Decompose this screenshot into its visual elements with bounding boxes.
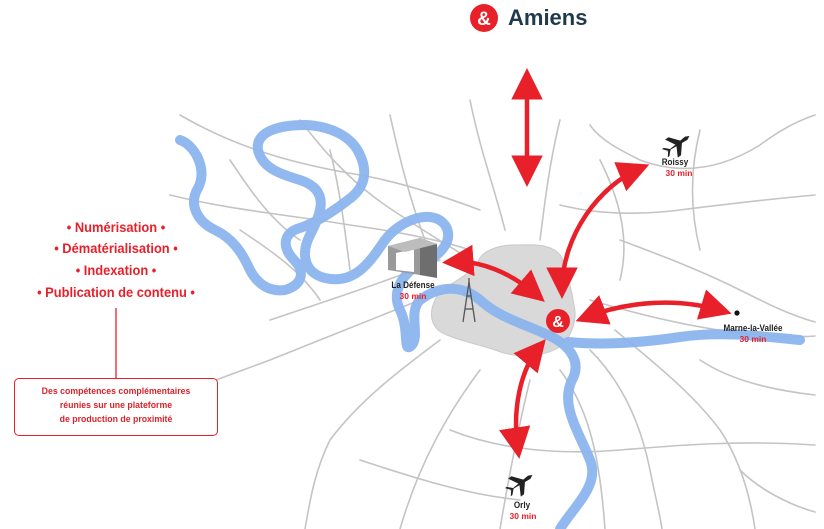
callout-box: Des compétences complémentaires réunies … xyxy=(14,378,218,436)
airplane-icon xyxy=(505,474,533,497)
hub-logo-symbol: & xyxy=(552,314,564,331)
amiens-logo-symbol: & xyxy=(477,9,491,30)
service-item-indexation: • Indexation • xyxy=(75,262,157,278)
location-name-marne-la-vallee: Marne-la-Vallée xyxy=(723,323,783,333)
service-item-dematerialisation: • Dématérialisation • xyxy=(54,240,178,256)
callout-line: réunies sur une plateforme xyxy=(59,400,173,411)
amiens-logo-badge xyxy=(470,4,498,32)
service-item-publication: • Publication de contenu • xyxy=(37,284,195,300)
connection-arrows xyxy=(442,68,732,459)
hub-logo-badge xyxy=(546,309,570,333)
location-time-la-defense: 30 min xyxy=(399,291,427,301)
location-name-orly: Orly xyxy=(513,500,531,510)
callout-line: Des compétences complémentaires xyxy=(41,386,191,397)
callout-line: de production de proximité xyxy=(59,414,173,425)
service-item-numerisation: • Numérisation • xyxy=(66,219,166,235)
location-time-orly: 30 min xyxy=(509,511,537,521)
location-time-roissy: 30 min xyxy=(665,168,693,178)
location-time-marne-la-vallee: 30 min xyxy=(739,334,767,344)
river xyxy=(175,120,805,529)
arrow-to-roissy xyxy=(546,162,650,299)
office-building-icon xyxy=(388,238,437,278)
destination-title: Amiens xyxy=(508,5,588,30)
arrow-to-marne xyxy=(575,289,732,325)
dot-icon xyxy=(734,310,740,316)
arrow-to-orly xyxy=(499,339,546,459)
location-name-la-defense: La Défense xyxy=(391,280,435,290)
airplane-icon xyxy=(662,135,690,158)
arrow-to-la-defense xyxy=(442,244,545,302)
location-name-roissy: Roissy xyxy=(661,157,689,167)
